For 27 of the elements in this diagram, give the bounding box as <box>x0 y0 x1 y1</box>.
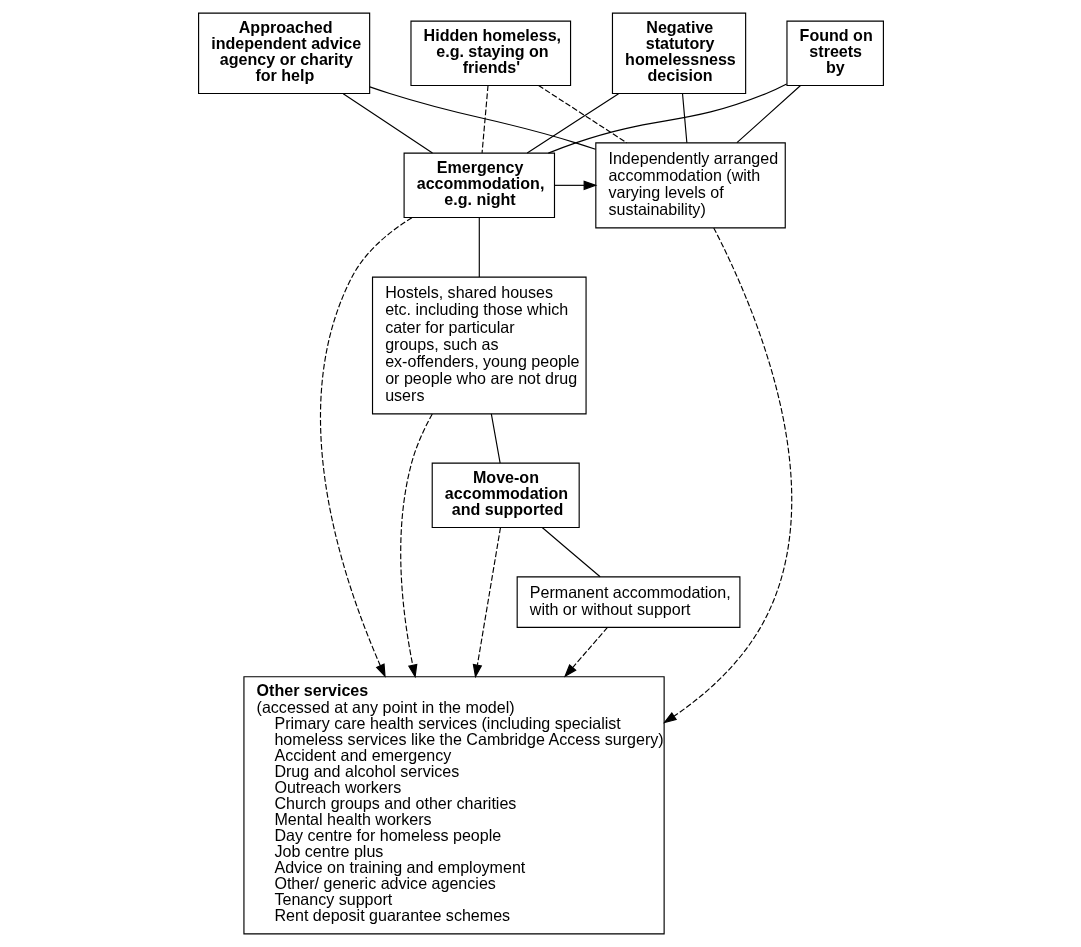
connector <box>541 526 601 578</box>
connector <box>478 217 480 278</box>
node-box: Independently arranged accommodation (with varying levels of sustainability) <box>594 142 786 229</box>
arrow <box>563 626 608 678</box>
connector <box>537 84 627 144</box>
node-box: Other services (accessed at any point in the model) Primary care health services (including specialist homeless services like the Cambridge Access surgery) Accident and emergency Drug and alcohol services Outreach workers Church groups and other charities Mental health workers Day centre for homeless people Job centre plus Advice on training and employment Other/ generic advice agencies Tenancy support Rent deposit guarantee schemes <box>242 676 665 935</box>
arrow <box>662 227 792 724</box>
arrow <box>472 527 501 679</box>
node-box: Negative statutory homelessness decision <box>611 12 746 95</box>
arrow <box>399 413 433 679</box>
node-box: Move-on accommodation and supported <box>431 462 580 529</box>
node-box: Approached independent advice agency or charity for help <box>197 12 370 95</box>
connector <box>481 84 489 154</box>
node-box: Hidden homeless, e.g. staying on friends' <box>409 20 571 87</box>
connector <box>490 413 501 464</box>
connector <box>735 84 801 144</box>
connector <box>368 86 596 150</box>
node-box: Hostels, shared houses etc. including those which cater for particular groups, such as ex-offenders, young people or people who are not drug users <box>371 276 587 415</box>
connector <box>526 93 619 154</box>
connector <box>342 93 433 154</box>
node-box: Found on streets by <box>785 20 884 87</box>
connector <box>681 93 687 144</box>
node-box: Emergency accommodation, e.g. night <box>403 152 555 219</box>
node-box: Permanent accommodation, with or without support <box>516 576 740 628</box>
arrow <box>553 180 597 191</box>
connector <box>547 83 787 154</box>
arrow <box>319 217 412 678</box>
